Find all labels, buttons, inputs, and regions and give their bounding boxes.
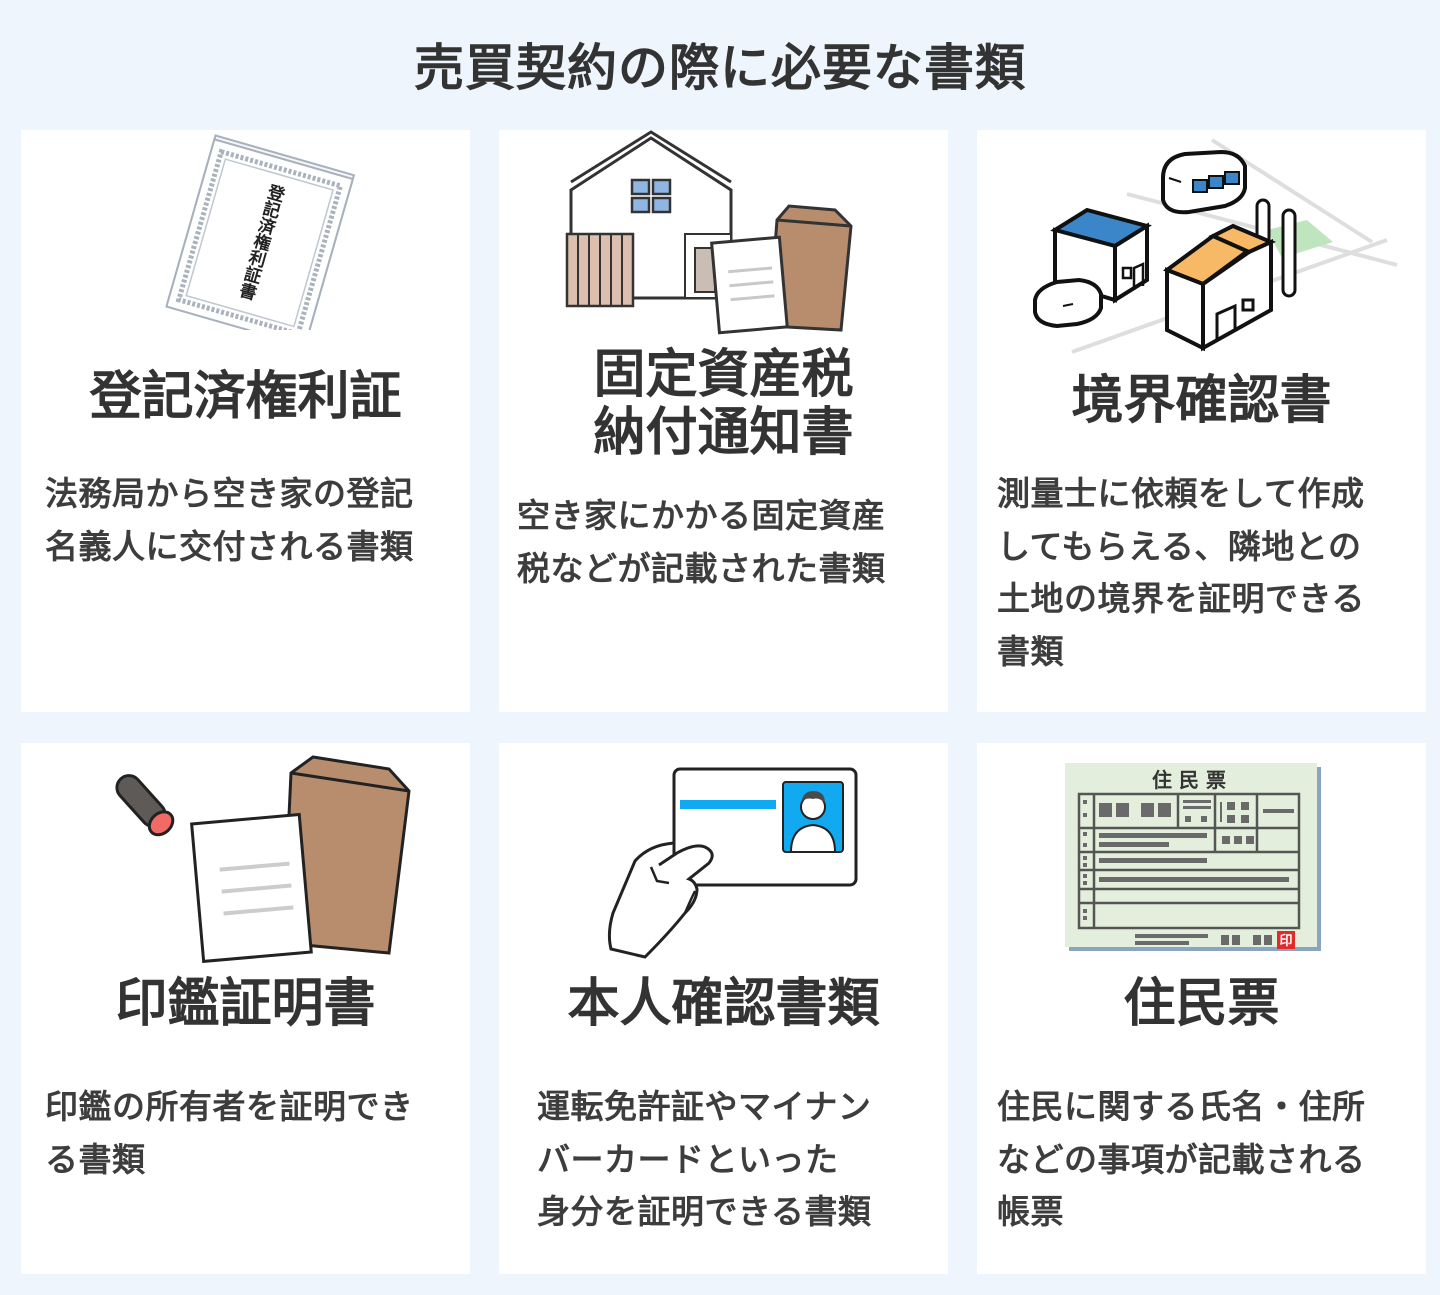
card-seal-certificate: 印鑑証明書 印鑑の所有者を証明でき る書類 bbox=[21, 743, 470, 1274]
card-title: 本人確認書類 bbox=[567, 974, 880, 1034]
card-description: 運転免許証やマイナン バーカードといった 身分を証明できる書類 bbox=[537, 1087, 872, 1231]
buildings-map-icon bbox=[1033, 138, 1398, 354]
card-title: 登記済権利証 bbox=[89, 367, 402, 427]
card-property-tax-notice: 固定資産税 納付通知書 空き家にかかる固定資産 税などが記載された書類 bbox=[499, 130, 948, 712]
card-title: 住民票 bbox=[1123, 974, 1280, 1034]
page-title: 売買契約の際に必要な書類 bbox=[414, 39, 1026, 97]
card-description: 空き家にかかる固定資産 税などが記載された書類 bbox=[517, 496, 886, 588]
house-with-documents-icon bbox=[565, 130, 853, 335]
card-resident-record: 住 民 票 bbox=[977, 743, 1426, 1274]
card-title: 印鑑証明書 bbox=[115, 974, 376, 1034]
card-description: 印鑑の所有者を証明でき る書類 bbox=[45, 1087, 414, 1179]
card-title: 固定資産税 納付通知書 bbox=[593, 345, 854, 463]
id-card-in-hand-icon bbox=[607, 767, 858, 959]
card-description: 法務局から空き家の登記 名義人に交付される書類 bbox=[45, 474, 414, 566]
seal-and-documents-icon bbox=[115, 755, 411, 963]
card-description: 測量士に依頼をして作成 してもらえる、隣地との 土地の境界を証明できる 書類 bbox=[997, 474, 1365, 671]
stamp-text: 印 bbox=[1279, 934, 1292, 949]
card-boundary-confirmation: 境界確認書 測量士に依頼をして作成 してもらえる、隣地との 土地の境界を証明でき… bbox=[977, 130, 1426, 712]
resident-record-icon: 住 民 票 bbox=[1065, 763, 1321, 951]
card-description: 住民に関する氏名・住所 などの事項が記載される 帳票 bbox=[997, 1087, 1366, 1231]
record-title-text: 住 民 票 bbox=[1152, 768, 1226, 792]
card-registration-certificate: 登記済権利証書 登記済権利証 法務局から空き家の登記 名義人に交付される書類 bbox=[21, 130, 470, 712]
card-title: 境界確認書 bbox=[1071, 371, 1332, 431]
certificate-icon: 登記済権利証書 bbox=[165, 134, 356, 330]
card-identity-documents: 本人確認書類 運転免許証やマイナン バーカードといった 身分を証明できる書類 bbox=[499, 743, 948, 1274]
